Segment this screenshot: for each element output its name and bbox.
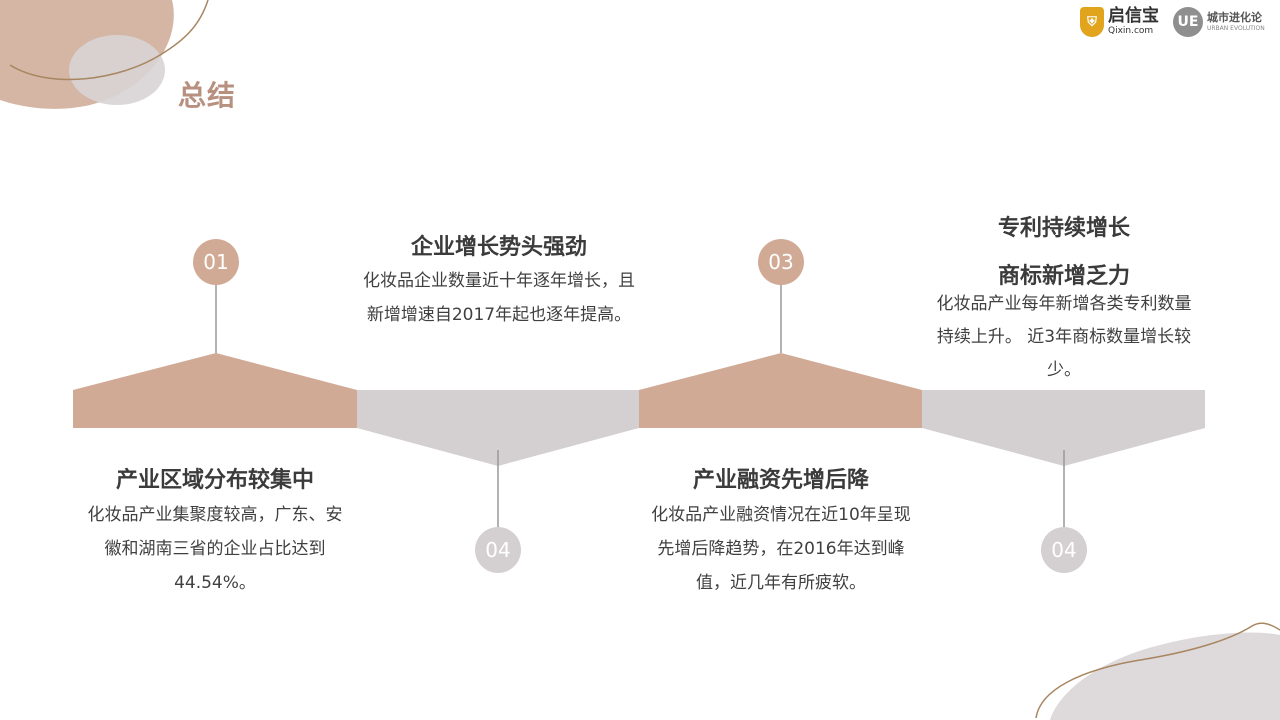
item-1-heading: 产业区域分布较集中 bbox=[115, 468, 314, 493]
step-badge-4: 04 bbox=[1041, 527, 1087, 573]
ue-logo-name: 城市进化论 bbox=[1207, 11, 1262, 24]
step-badge-1: 01 bbox=[193, 239, 239, 285]
timeline-segment-4 bbox=[922, 390, 1205, 466]
step-badge-2: 04 bbox=[475, 527, 521, 573]
urban-evolution-logo: UE 城市进化论 URBAN EVOLUTION bbox=[1173, 6, 1273, 38]
item-4-heading-line-2: 商标新增乏力 bbox=[997, 264, 1130, 289]
ue-logo-english: URBAN EVOLUTION bbox=[1207, 25, 1265, 32]
step-badge-3: 03 bbox=[758, 239, 804, 285]
qixin-logo: ⛨ 启信宝 Qixin.com bbox=[1080, 6, 1170, 38]
top-left-grey-blob bbox=[69, 35, 165, 105]
item-2-text: 化妆品企业数量近十年逐年增长，且新增增速自2017年起也逐年提高。 bbox=[363, 271, 635, 325]
bottom-right-curve bbox=[1035, 622, 1280, 719]
qixin-shield-icon: ⛨ bbox=[1080, 7, 1104, 37]
item-3-heading: 产业融资先增后降 bbox=[692, 468, 869, 493]
item-4-heading-line-1: 专利持续增长 bbox=[997, 216, 1130, 241]
page-title: 总结 bbox=[178, 79, 237, 112]
item-2-heading: 企业增长势头强劲 bbox=[410, 235, 587, 260]
item-3-text: 化妆品产业融资情况在近10年呈现先增后降趋势，在2016年达到峰值，近几年有所疲… bbox=[651, 505, 911, 593]
qixin-logo-name: 启信宝 bbox=[1108, 6, 1159, 26]
bottom-right-grey-blob bbox=[1050, 632, 1280, 720]
ue-circle-icon: UE bbox=[1173, 7, 1203, 37]
timeline-segment-3 bbox=[639, 353, 922, 428]
timeline-segment-2 bbox=[357, 390, 639, 466]
top-left-curve bbox=[9, 0, 209, 81]
item-4-text: 化妆品产业每年新增各类专利数量持续上升。 近3年商标数量增长较少。 bbox=[936, 294, 1192, 381]
timeline-segment-1 bbox=[73, 353, 357, 428]
qixin-logo-domain: Qixin.com bbox=[1108, 26, 1154, 36]
item-1-text: 化妆品产业集聚度较高，广东、安徽和湖南三省的企业占比达到44.54%。 bbox=[87, 505, 343, 593]
